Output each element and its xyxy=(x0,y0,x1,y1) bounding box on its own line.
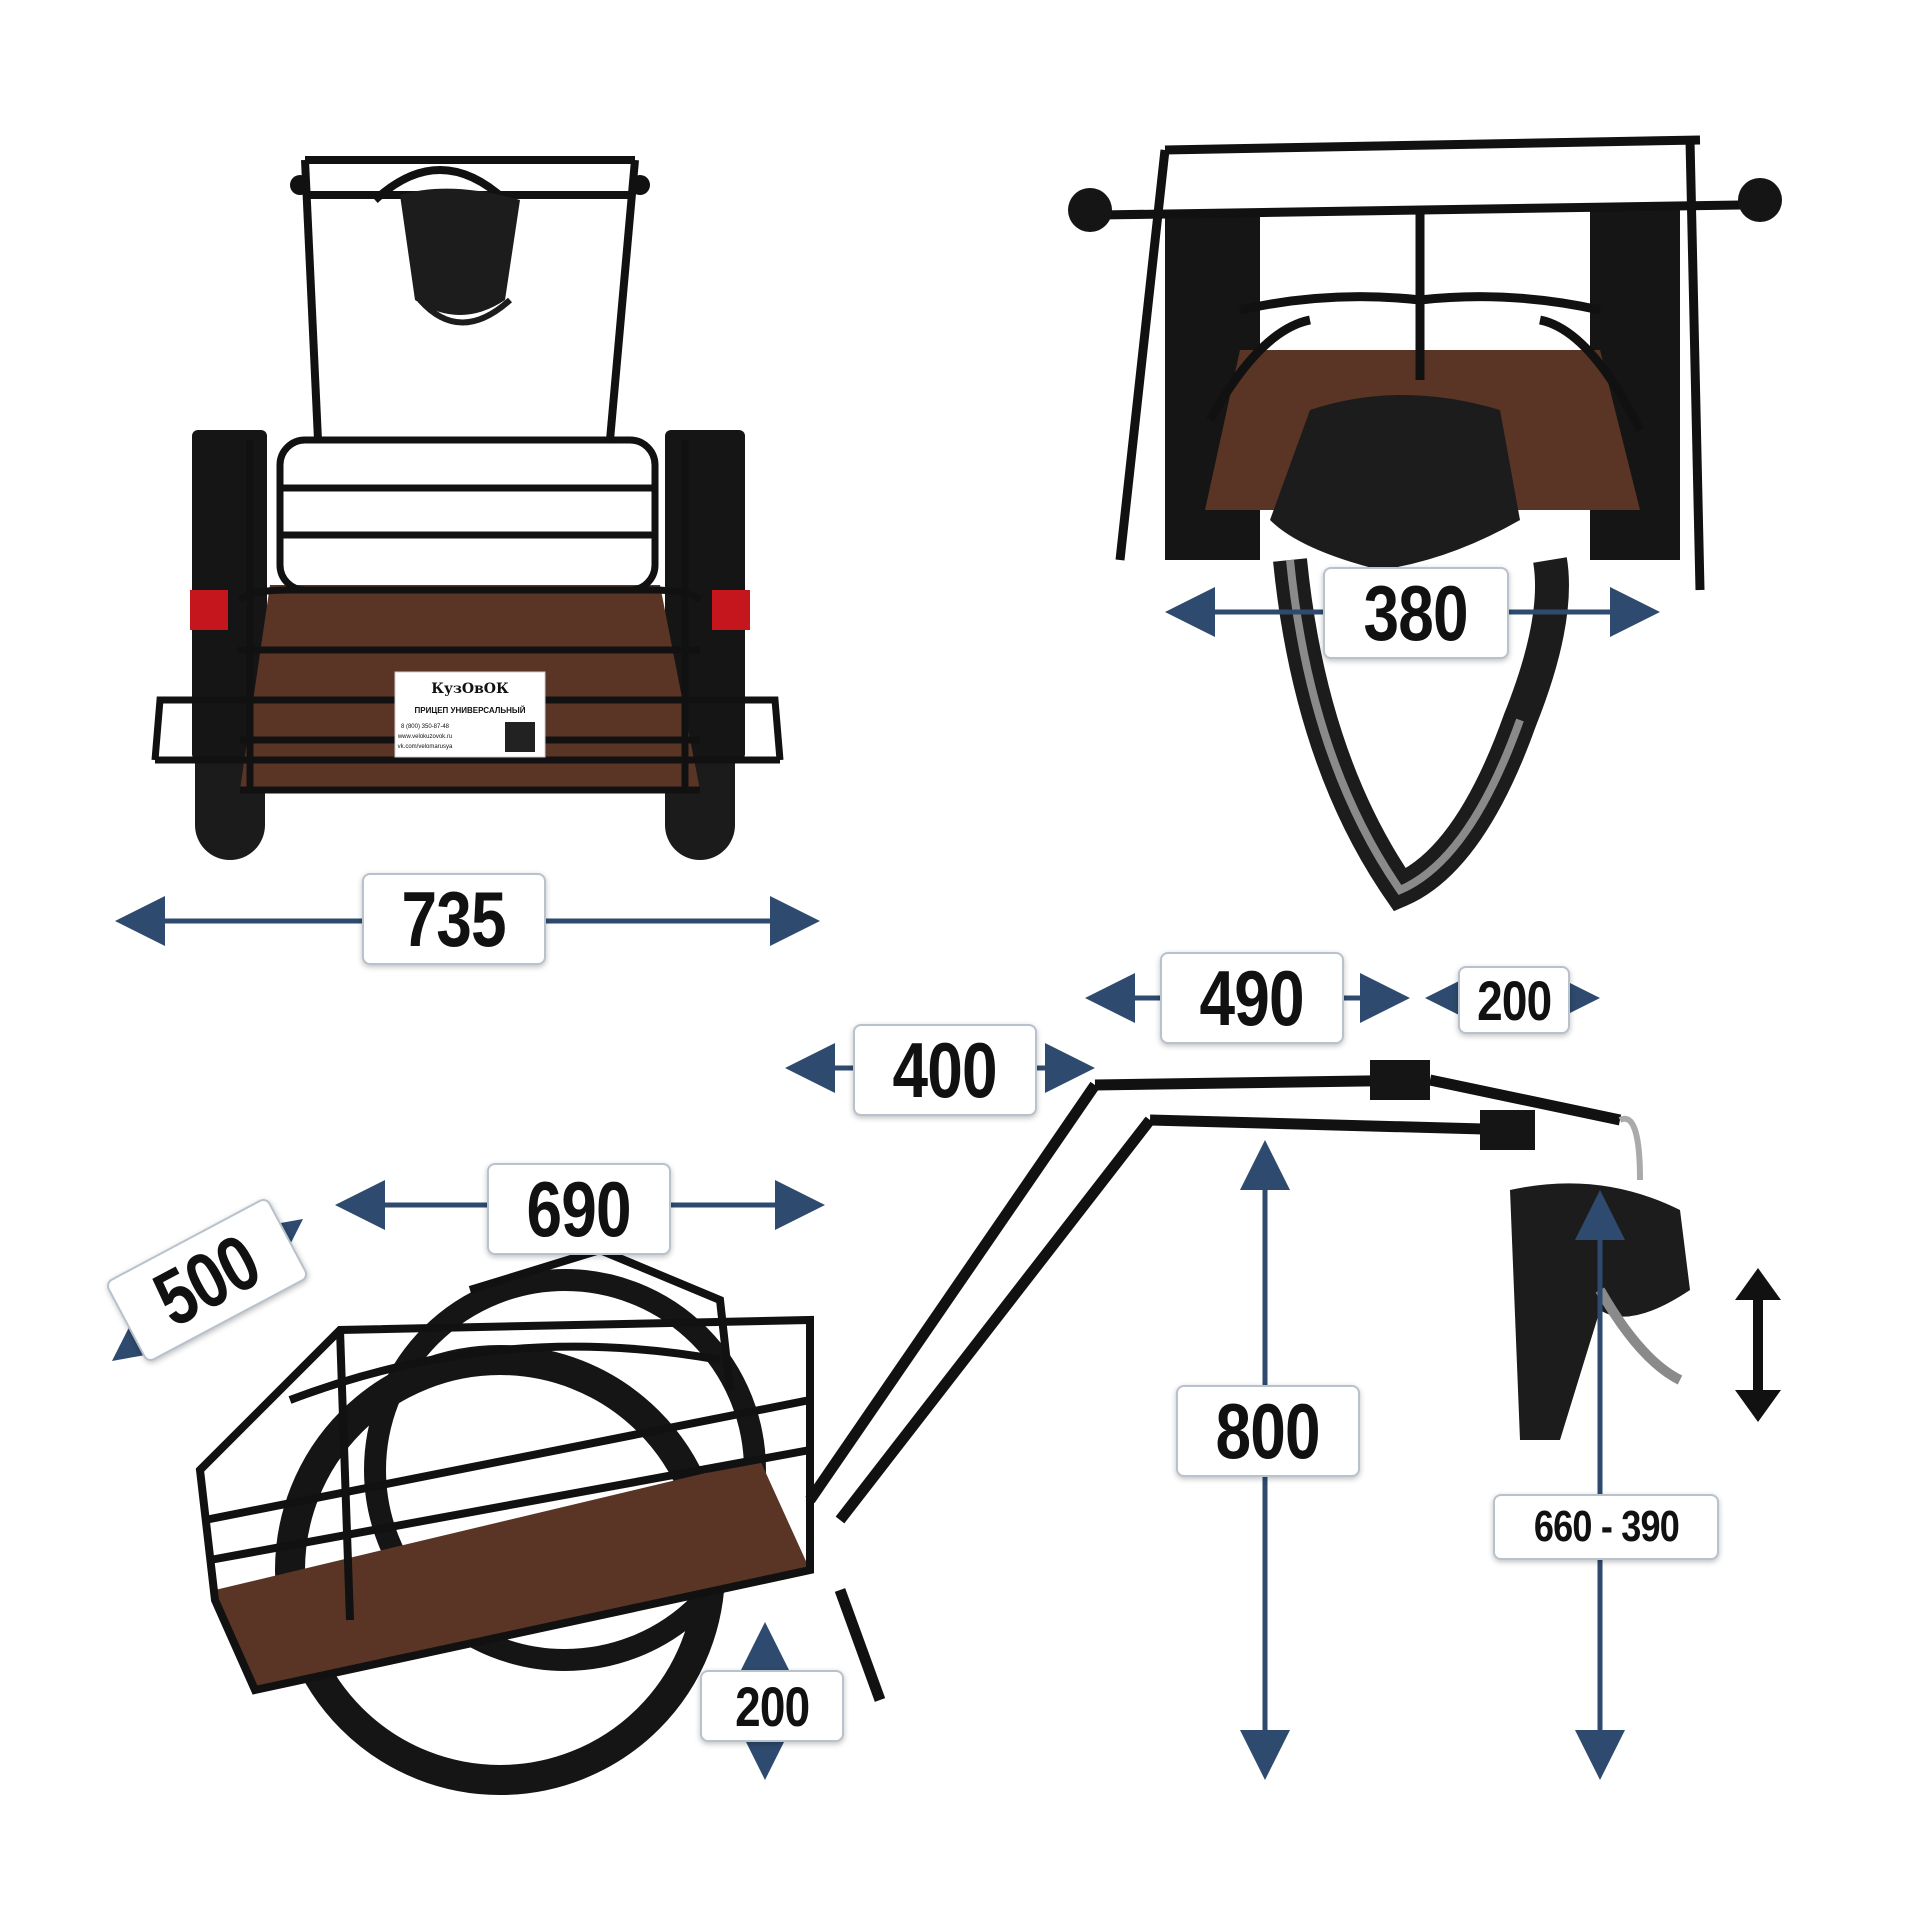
product-label-site: www.velokuzovok.ru xyxy=(397,734,452,740)
rear-view-harness-saddle xyxy=(1270,395,1520,570)
qr-code-icon xyxy=(505,722,535,752)
dimension-label-690: 690 xyxy=(487,1163,671,1255)
dimension-label-735: 735 xyxy=(362,873,546,965)
dimension-label-800: 800 xyxy=(1176,1385,1360,1477)
rear-view-trailer xyxy=(1068,135,1782,912)
dimension-label-400: 400 xyxy=(853,1024,1037,1116)
product-label-vk: vk.com/velomarusya xyxy=(398,744,453,750)
dimension-label-660-390: 660 - 390 xyxy=(1493,1494,1719,1560)
front-view-trailer: КузОвОК ПРИЦЕП УНИВЕРСАЛЬНЫЙ 8 (800) 350… xyxy=(151,156,784,860)
dimension-label-200-top: 200 xyxy=(1458,966,1570,1034)
product-label-phone: 8 (800) 350-87-48 xyxy=(401,724,450,730)
product-label-brand: КузОвОК xyxy=(431,681,509,697)
dimension-label-380: 380 xyxy=(1323,567,1509,659)
left-reflector xyxy=(190,590,228,630)
dimension-label-200-bottom: 200 xyxy=(700,1670,844,1742)
dimension-label-490: 490 xyxy=(1160,952,1344,1044)
front-view-harness xyxy=(400,188,520,315)
vertical-double-arrow-icon xyxy=(1735,1268,1781,1422)
side-view-harness xyxy=(1510,1183,1690,1440)
right-reflector xyxy=(712,590,750,630)
product-label-title: ПРИЦЕП УНИВЕРСАЛЬНЫЙ xyxy=(415,706,526,715)
side-view-trailer xyxy=(195,1060,1690,1795)
